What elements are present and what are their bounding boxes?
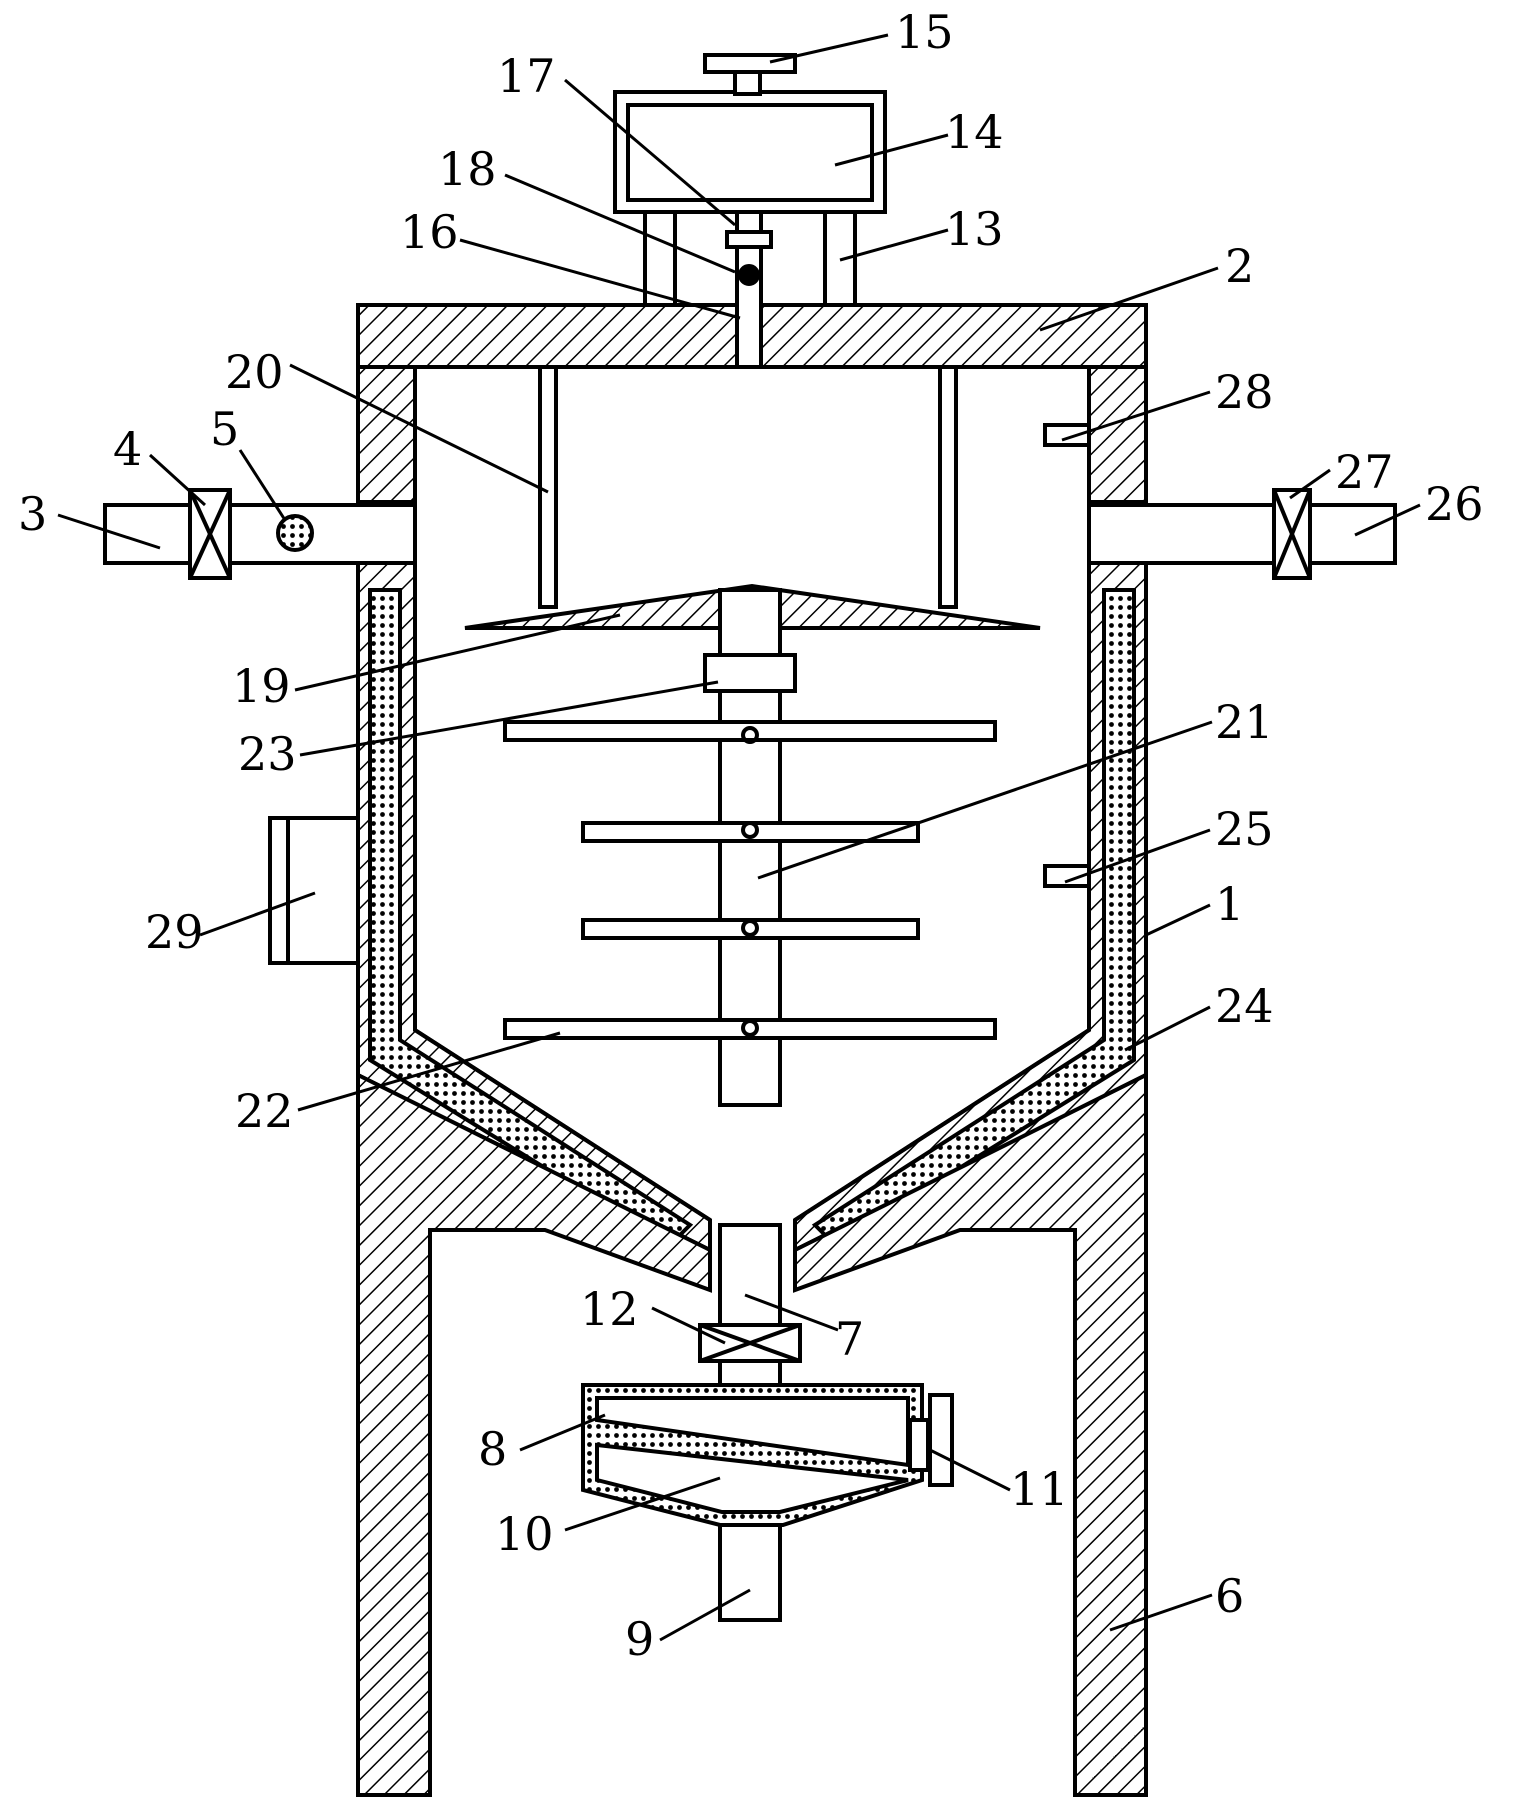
leader-line-20 xyxy=(289,363,549,494)
leader-line-16 xyxy=(459,238,741,320)
callout-label-15: 15 xyxy=(895,5,954,59)
callout-label-22: 22 xyxy=(235,1084,294,1138)
callout-label-5: 5 xyxy=(210,402,239,456)
callout-label-8: 8 xyxy=(478,1422,507,1476)
leader-line-24 xyxy=(1124,1005,1211,1052)
callout-label-3: 3 xyxy=(18,487,47,541)
callout-label-9: 9 xyxy=(625,1612,654,1666)
callout-label-24: 24 xyxy=(1215,979,1274,1033)
leader-line-26 xyxy=(1354,503,1421,537)
leader-line-10 xyxy=(564,1476,721,1532)
stirring-assembly xyxy=(503,588,997,1107)
callout-label-26: 26 xyxy=(1425,477,1484,531)
leader-line-21 xyxy=(757,720,1213,880)
control-box xyxy=(268,816,360,965)
leader-line-12 xyxy=(651,1306,726,1345)
callout-label-17: 17 xyxy=(497,49,556,103)
leader-line-7 xyxy=(744,1293,839,1332)
callout-label-1: 1 xyxy=(1215,877,1244,931)
callout-label-12: 12 xyxy=(580,1282,639,1336)
leader-line-8 xyxy=(519,1413,606,1452)
callout-label-23: 23 xyxy=(238,727,297,781)
callout-label-2: 2 xyxy=(1225,239,1254,293)
leader-line-25 xyxy=(1064,828,1211,884)
inlet-pipe xyxy=(103,488,417,580)
callout-label-7: 7 xyxy=(835,1312,864,1366)
leader-line-18 xyxy=(504,173,736,274)
callout-label-10: 10 xyxy=(495,1507,554,1561)
leader-line-29 xyxy=(199,891,316,937)
support-frame xyxy=(356,1071,1148,1797)
outlet-pipe xyxy=(1087,488,1397,580)
leader-line-23 xyxy=(299,680,719,757)
callout-label-13: 13 xyxy=(945,202,1004,256)
callout-label-25: 25 xyxy=(1215,802,1274,856)
leader-line-22 xyxy=(297,1031,561,1112)
leader-line-17 xyxy=(564,78,736,227)
filter-box xyxy=(581,1383,954,1622)
leader-line-5 xyxy=(238,449,287,521)
callout-label-27: 27 xyxy=(1335,445,1394,499)
leader-line-15 xyxy=(769,33,889,64)
leader-line-1 xyxy=(1145,903,1211,937)
leader-line-6 xyxy=(1109,1593,1213,1632)
leader-line-13 xyxy=(839,228,949,262)
leader-line-28 xyxy=(1061,390,1211,442)
leader-line-4 xyxy=(148,453,207,507)
motor-box xyxy=(613,53,887,214)
leader-line-9 xyxy=(659,1588,751,1642)
leader-line-27 xyxy=(1289,468,1331,500)
sensor-25 xyxy=(1043,864,1091,888)
callout-label-11: 11 xyxy=(1010,1462,1069,1516)
callout-label-19: 19 xyxy=(232,659,291,713)
callout-label-21: 21 xyxy=(1215,695,1274,749)
callout-label-18: 18 xyxy=(438,142,497,196)
sensor-28 xyxy=(1043,423,1091,447)
callout-label-28: 28 xyxy=(1215,365,1274,419)
leader-lines xyxy=(57,33,1421,1642)
callout-label-4: 4 xyxy=(113,422,142,476)
tank-upper-walls xyxy=(356,365,1148,504)
leader-line-14 xyxy=(834,133,949,167)
callout-label-16: 16 xyxy=(400,205,459,259)
callout-label-14: 14 xyxy=(945,105,1004,159)
callout-label-29: 29 xyxy=(145,905,204,959)
leader-line-3 xyxy=(57,513,161,550)
hanging-rods xyxy=(538,365,958,609)
leader-line-11 xyxy=(929,1448,1011,1492)
callout-label-20: 20 xyxy=(225,345,284,399)
leader-line-19 xyxy=(294,613,621,692)
callout-label-6: 6 xyxy=(1215,1569,1244,1623)
leader-line-2 xyxy=(1039,266,1219,332)
drive-shaft xyxy=(725,210,773,369)
discharge-pipe xyxy=(698,1223,802,1392)
